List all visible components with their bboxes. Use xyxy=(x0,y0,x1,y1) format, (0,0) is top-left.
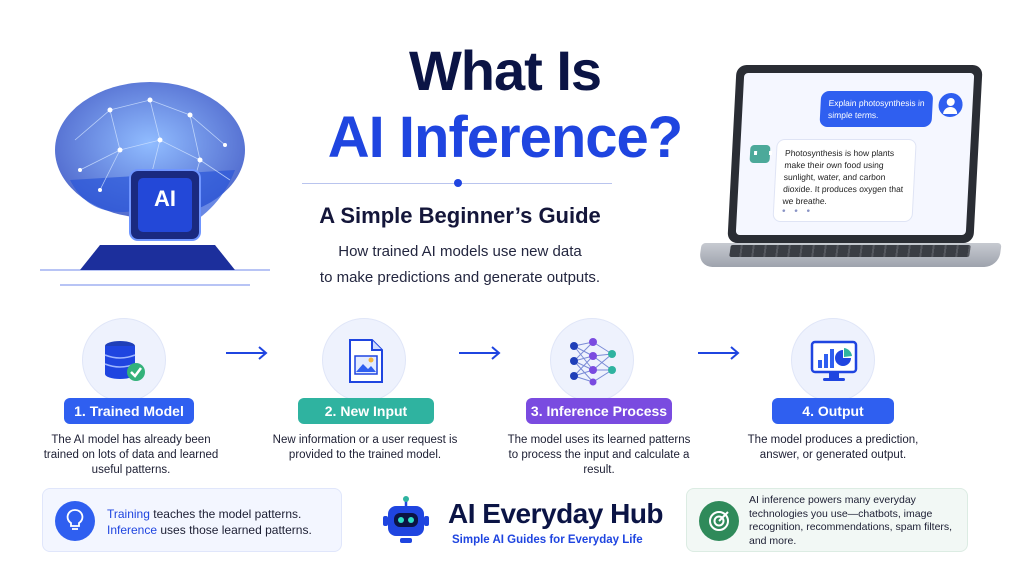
chat-screen: Explain photosynthesis in simple terms. … xyxy=(735,73,975,235)
page-title-line-1: What Is xyxy=(408,39,602,102)
description-line-1: How trained AI models use new data xyxy=(338,243,582,260)
typing-indicator: • • • xyxy=(781,206,814,217)
brain-icon xyxy=(40,82,270,286)
lightbulb-icon xyxy=(55,501,95,541)
robot-icon xyxy=(749,145,771,163)
step-4-icon-circle xyxy=(791,318,875,402)
robot-logo-icon xyxy=(383,496,429,543)
step-4-description: The model produces a prediction, answer,… xyxy=(747,434,919,461)
image-file-icon xyxy=(349,339,383,383)
divider-dot xyxy=(454,179,462,187)
laptop-screen-frame: Explain photosynthesis in simple terms. … xyxy=(727,65,983,243)
bot-message-bubble: Photosynthesis is how plants make their … xyxy=(772,139,917,222)
everyday-uses-note: AI inference powers many everyday techno… xyxy=(686,488,968,552)
arrow-right-icon xyxy=(226,346,270,360)
training-vs-inference-note: Training teaches the model patterns. Inf… xyxy=(42,488,342,552)
step-3-icon-circle xyxy=(550,318,634,402)
bot-message-text: Photosynthesis is how plants make their … xyxy=(782,148,904,206)
ai-brain-chip-illustration: AI xyxy=(30,70,280,300)
step-1-icon-circle xyxy=(82,318,166,402)
description-line-2: to make predictions and generate outputs… xyxy=(319,269,601,286)
laptop-keyboard xyxy=(729,245,971,257)
target-icon xyxy=(699,501,739,541)
user-avatar-icon xyxy=(937,93,964,117)
step-3-description: The model uses its learned patterns to p… xyxy=(507,434,691,476)
neural-network-icon xyxy=(570,338,616,386)
step-2-icon-circle xyxy=(322,318,406,402)
note-right-text: AI inference powers many everyday techno… xyxy=(749,494,953,547)
arrow-right-icon xyxy=(698,346,742,360)
page-title-line-2: AI Inference? xyxy=(327,105,683,170)
step-2-description: New information or a user request is pro… xyxy=(272,434,458,461)
brand-name: AI Everyday Hub xyxy=(448,498,664,529)
inference-keyword: Inference xyxy=(107,523,158,537)
user-message-bubble: Explain photosynthesis in simple terms. xyxy=(819,91,934,127)
chip-label: AI xyxy=(154,186,176,211)
note-left-text: Training teaches the model patterns. Inf… xyxy=(107,507,312,537)
laptop-illustration: Explain photosynthesis in simple terms. … xyxy=(690,65,1010,305)
step-3-label: 3. Inference Process xyxy=(526,398,672,424)
description: How trained AI models use new data to ma… xyxy=(280,239,640,291)
brand-tagline: Simple AI Guides for Everyday Life xyxy=(452,534,643,546)
database-check-icon xyxy=(104,341,145,381)
arrow-right-icon xyxy=(459,346,503,360)
subtitle: A Simple Beginner’s Guide xyxy=(319,203,601,228)
step-1-label: 1. Trained Model xyxy=(64,398,194,424)
step-4-label: 4. Output xyxy=(772,398,894,424)
monitor-chart-icon xyxy=(810,340,858,381)
step-2-label: 2. New Input xyxy=(298,398,434,424)
step-1-description: The AI model has already been trained on… xyxy=(43,434,219,476)
training-keyword: Training xyxy=(107,507,150,521)
